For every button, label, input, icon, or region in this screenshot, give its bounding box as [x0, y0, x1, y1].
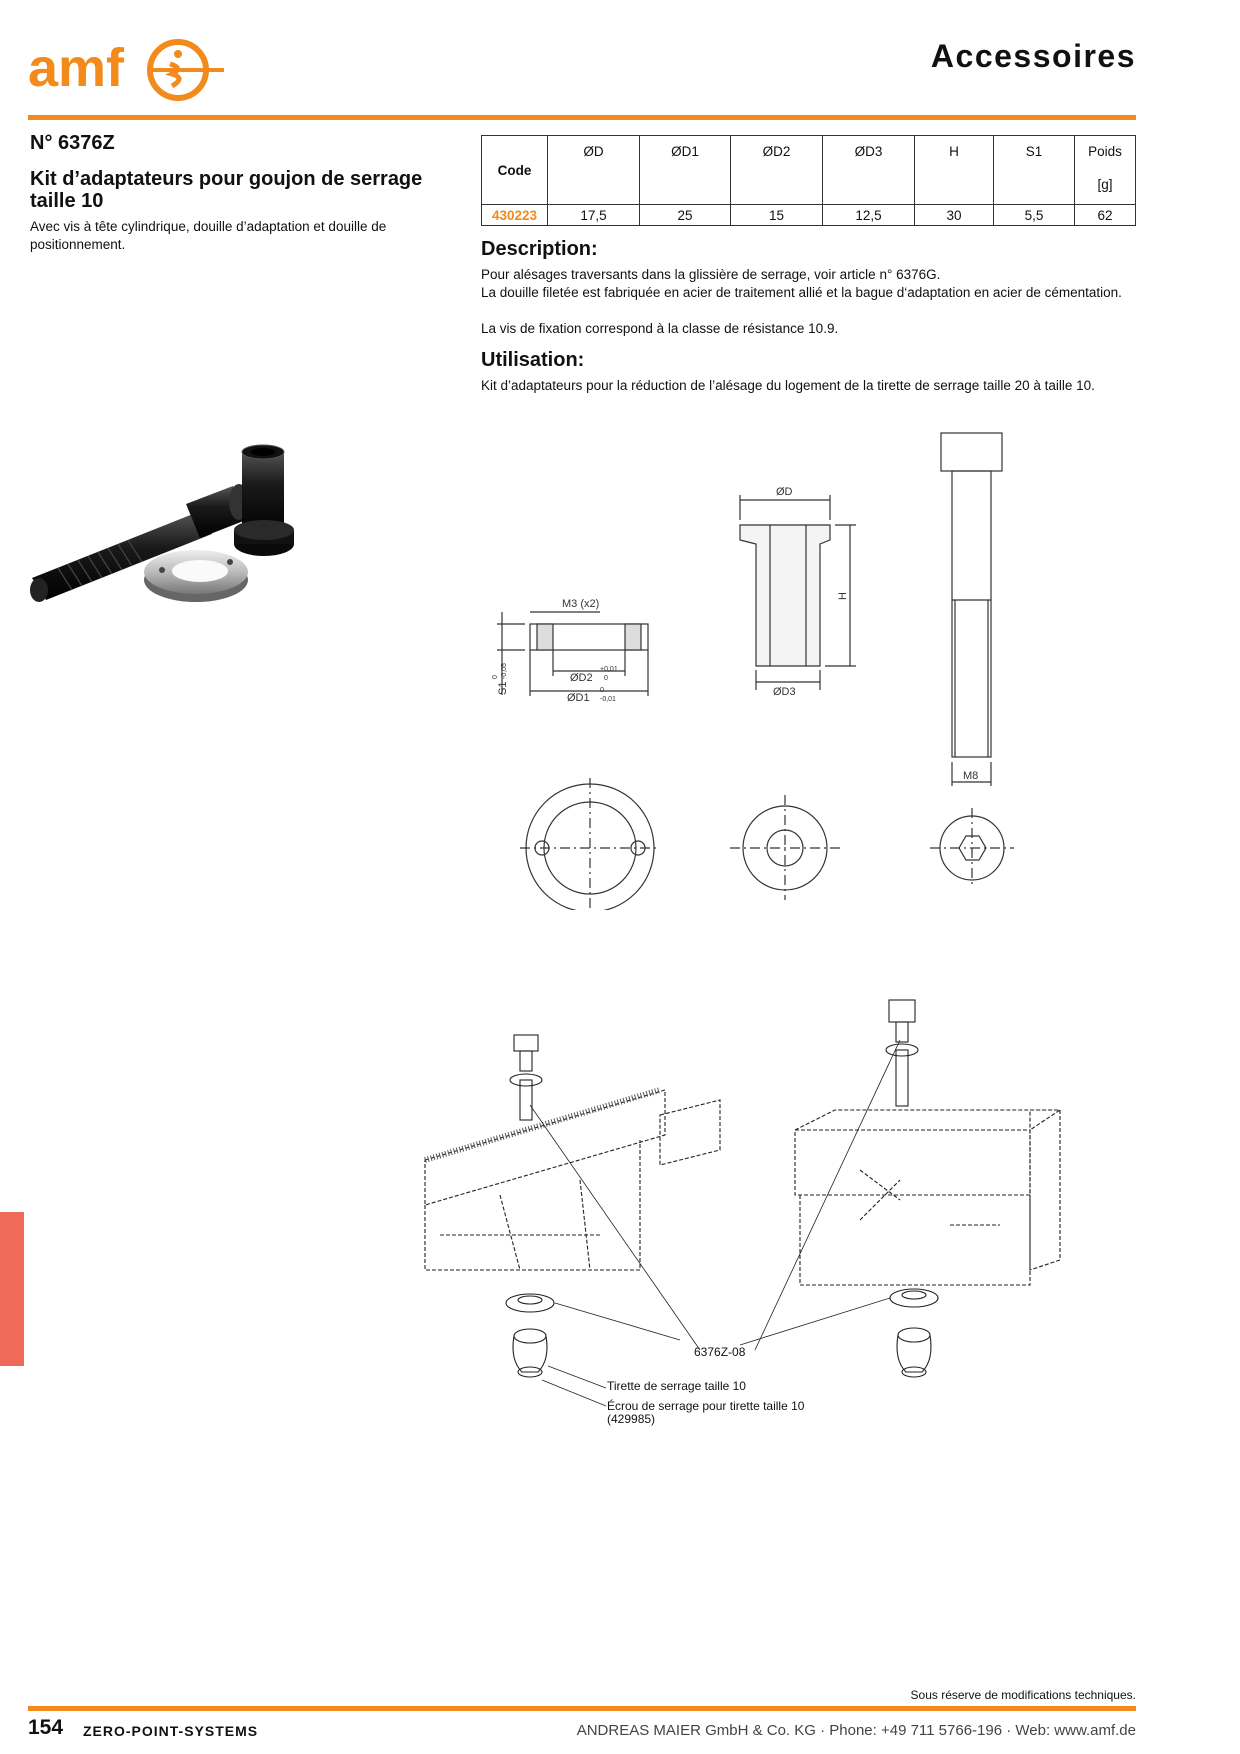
technical-drawing: M3 (x2) ØD2 +0,01 0 ØD1 0 -0,01 S1 0 -0,… — [492, 432, 1014, 910]
right-rail-assembly — [794, 999, 1062, 1286]
col-weight: Poids [g] — [1074, 135, 1136, 205]
cell-d3: 12,5 — [822, 204, 915, 226]
label-s1-tol-lower: -0,05 — [501, 663, 508, 679]
label-s1-tol-upper: 0 — [492, 675, 499, 679]
left-rail-assembly — [424, 1034, 721, 1271]
positioning-sleeve-top-view — [730, 795, 840, 900]
col-s1: S1 — [993, 135, 1075, 205]
positioning-sleeve-image — [234, 444, 294, 556]
cell-d: 17,5 — [547, 204, 640, 226]
col-d: ØD — [547, 135, 640, 205]
logo-wordmark: amf — [28, 38, 125, 98]
chapter-tab — [0, 1212, 24, 1366]
label-m8: M8 — [963, 770, 978, 782]
article-number: N° 6376Z — [30, 132, 115, 154]
label-d2: ØD2 — [570, 672, 593, 684]
adapter-ring-top-view — [520, 778, 660, 910]
col-d2: ØD2 — [730, 135, 823, 205]
usage-text: Kit d’adaptateurs pour la réduction de l… — [481, 378, 1095, 393]
amf-logo: amf — [28, 34, 224, 104]
callout-kit-code: 6376Z-08 — [694, 1345, 746, 1359]
label-h: H — [837, 592, 849, 600]
spec-table: Code ØD ØD1 ØD2 ØD3 H S1 Poids [g] 43022… — [481, 135, 1136, 226]
col-h: H — [914, 135, 994, 205]
adapter-parts-left — [505, 1293, 555, 1378]
product-subtitle: Avec vis à tête cylindrique, douille d’a… — [30, 219, 387, 252]
cell-d2: 15 — [730, 204, 823, 226]
cell-d1: 25 — [639, 204, 731, 226]
description-line-3: La vis de fixation correspond à la class… — [481, 321, 839, 336]
footer-note: Sous réserve de modifications techniques… — [910, 1688, 1136, 1702]
bolt-image — [30, 484, 249, 602]
callout-nut-code: (429985) — [607, 1412, 656, 1426]
table-row: 430223 17,5 25 15 12,5 30 5,5 62 — [481, 204, 1136, 226]
label-m3: M3 (x2) — [562, 598, 599, 610]
col-d3: ØD3 — [822, 135, 915, 205]
footer-rule — [28, 1706, 1136, 1711]
assembly-illustration — [424, 999, 1062, 1407]
label-d2-tol-upper: +0,01 — [600, 666, 618, 673]
label-d: ØD — [776, 486, 793, 498]
catalog-name: ZERO-POINT-SYSTEMS — [83, 1723, 259, 1739]
col-code: Code — [481, 135, 548, 205]
callout-stud: Tirette de serrage taille 10 — [607, 1379, 746, 1393]
description-line-1: Pour alésages traversants dans la glissi… — [481, 267, 941, 282]
cap-screw-drawing — [940, 432, 1003, 786]
label-d1-tol-upper: 0 — [600, 687, 604, 694]
adapter-ring-section — [497, 611, 649, 696]
label-s1: S1 — [497, 682, 509, 695]
positioning-sleeve-section — [739, 495, 856, 690]
col-weight-unit: [g] — [1097, 177, 1113, 192]
company-info: ANDREAS MAIER GmbH & Co. KG · Phone: +49… — [576, 1722, 1136, 1739]
section-title: Accessoires — [930, 38, 1136, 74]
label-d3: ØD3 — [773, 686, 796, 698]
adapter-ring-image — [144, 550, 248, 602]
cell-s1: 5,5 — [993, 204, 1075, 226]
product-title: Kit d’adaptateurs pour goujon de serrage… — [30, 168, 423, 212]
cell-weight: 62 — [1074, 204, 1136, 226]
label-d1-tol-lower: -0,01 — [600, 696, 616, 703]
usage-heading: Utilisation: — [481, 349, 585, 371]
adapter-parts-right — [889, 1288, 939, 1378]
col-d1: ØD1 — [639, 135, 731, 205]
description-line-2: La douille filetée est fabriquée en acie… — [481, 285, 1122, 300]
label-d1: ØD1 — [567, 692, 590, 704]
cap-screw-top-view — [930, 808, 1014, 888]
callout-nut: Écrou de serrage pour tirette taille 10 — [607, 1399, 805, 1413]
description-heading: Description: — [481, 238, 598, 260]
col-weight-label: Poids — [1088, 144, 1122, 159]
product-photo — [30, 444, 294, 602]
label-d2-tol-lower: 0 — [604, 675, 608, 682]
cell-code[interactable]: 430223 — [481, 204, 548, 226]
leader-lines — [529, 1039, 901, 1407]
table-header-row: Code ØD ØD1 ØD2 ØD3 H S1 Poids [g] — [481, 135, 1136, 205]
header-rule — [28, 115, 1136, 120]
cell-h: 30 — [914, 204, 994, 226]
page-number: 154 — [28, 1716, 64, 1739]
